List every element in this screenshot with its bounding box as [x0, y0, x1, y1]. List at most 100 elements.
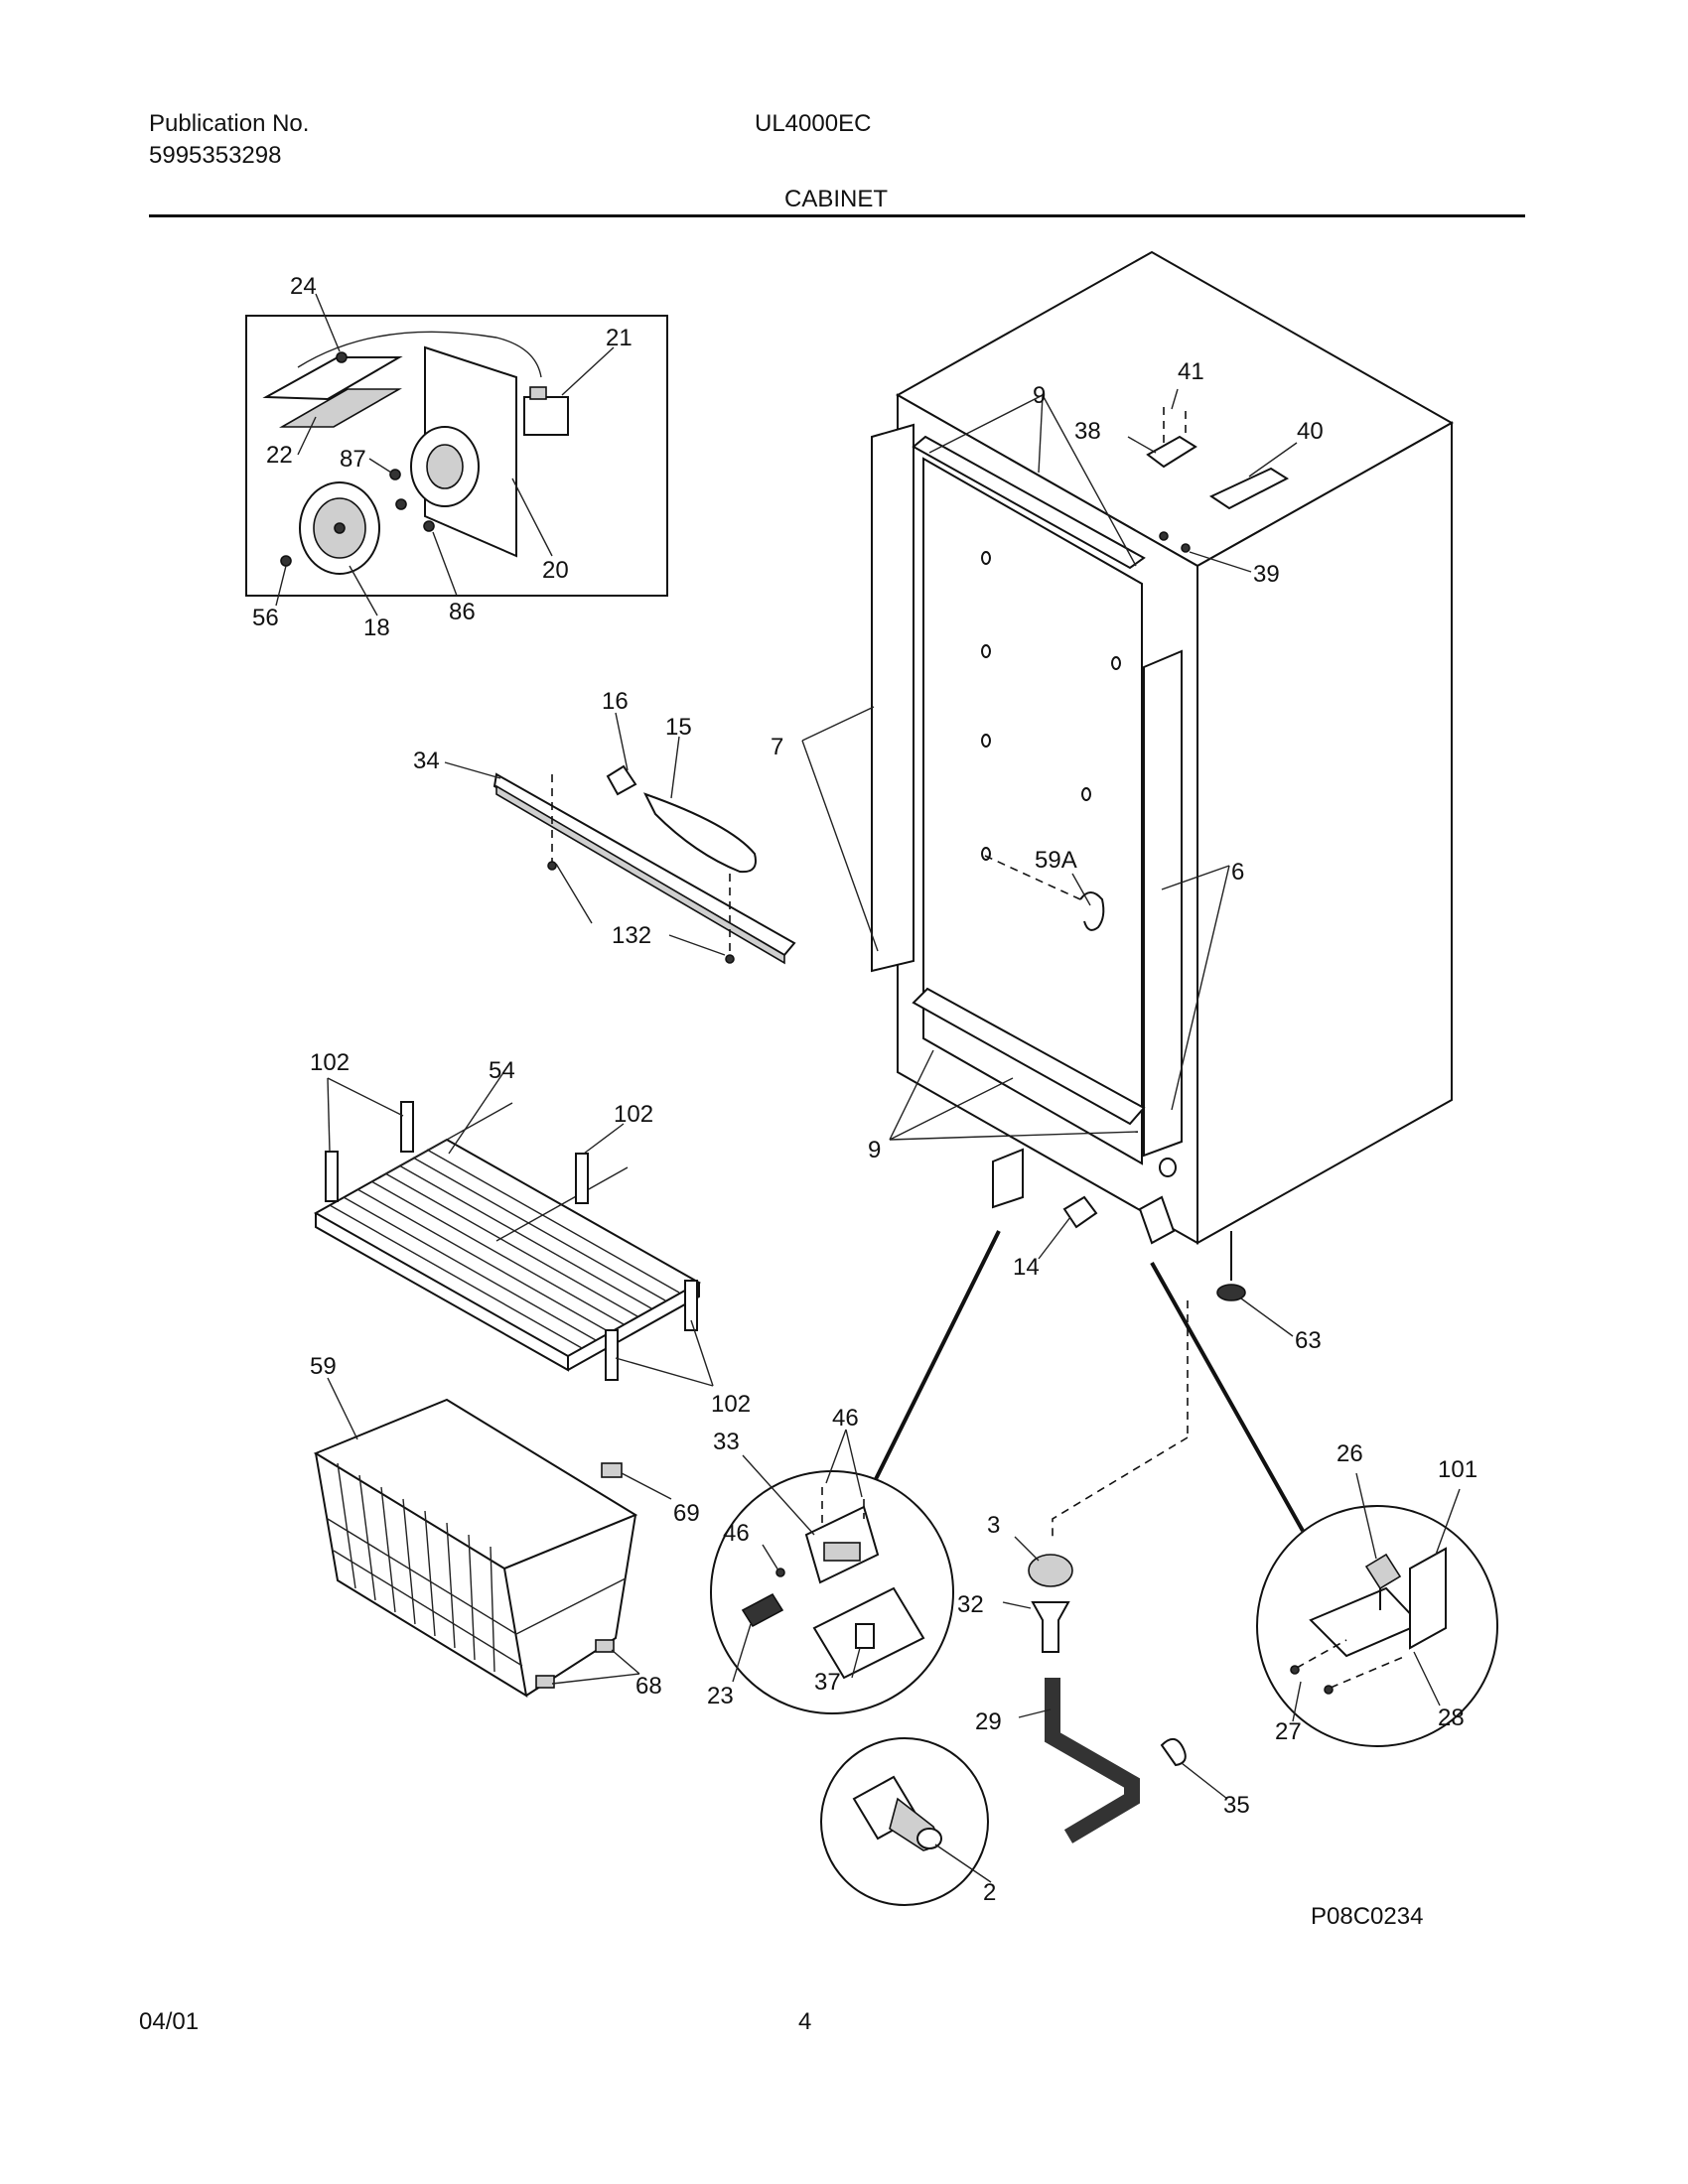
drain-fitting-detail: [820, 1737, 992, 1906]
hinge-38: [1146, 435, 1197, 469]
callout-3: 3: [987, 1512, 1000, 1539]
callout-23: 23: [707, 1683, 734, 1709]
basket-roller-68a: [535, 1675, 555, 1689]
callout-32: 32: [957, 1591, 984, 1618]
callout-68: 68: [635, 1673, 662, 1700]
hinge-cover-40: [1208, 467, 1290, 510]
callout-59a: 59A: [1035, 847, 1077, 874]
callout-46-left: 46: [723, 1520, 750, 1547]
shim-101: [1409, 1547, 1447, 1650]
callout-69: 69: [673, 1500, 700, 1527]
cabinet-side: [1196, 421, 1453, 1245]
callout-20: 20: [542, 557, 569, 584]
screw-87b: [395, 498, 407, 510]
callout-37: 37: [814, 1669, 841, 1696]
callout-labels: 24 21 87 22 20 56 18 86 16 15 34 132 9 4…: [252, 273, 1477, 1906]
gasket-left-7: [871, 423, 914, 973]
cabinet-liner: [922, 457, 1143, 1165]
callout-59: 59: [310, 1353, 337, 1380]
door-switch-detail: [710, 1230, 1001, 1714]
fan-switch-21: [523, 396, 569, 436]
callout-87: 87: [340, 446, 366, 473]
cabinet-body: [801, 250, 1455, 1541]
callout-16: 16: [602, 688, 629, 715]
bottom-hinge: [992, 1148, 1024, 1209]
shroud-hole: [426, 444, 464, 489]
callout-132: 132: [612, 922, 651, 949]
drain-hose-29: [1045, 1678, 1140, 1843]
callout-22: 22: [266, 442, 293, 469]
callout-7: 7: [771, 734, 783, 760]
footer-date: 04/01: [139, 2008, 200, 2035]
callout-29: 29: [975, 1708, 1002, 1735]
callout-86: 86: [449, 599, 476, 625]
hinge-pin-26: [1364, 1553, 1402, 1590]
callout-33: 33: [713, 1429, 740, 1455]
section-title: CABINET: [784, 186, 889, 212]
callout-102-bottom: 102: [711, 1391, 751, 1418]
callout-38: 38: [1074, 418, 1101, 445]
callout-35: 35: [1223, 1792, 1250, 1819]
switch-tab: [529, 386, 547, 400]
callout-54: 54: [489, 1057, 515, 1084]
callout-34: 34: [413, 748, 440, 774]
callout-24: 24: [290, 273, 317, 300]
gasket-right-6: [1143, 649, 1183, 1158]
callout-6: 6: [1231, 859, 1244, 886]
callout-46-top: 46: [832, 1405, 859, 1432]
callout-21: 21: [606, 325, 633, 351]
drawing-id: P08C0234: [1311, 1903, 1424, 1930]
hinge-detail: [1150, 1262, 1498, 1747]
drain-tube-32: [1031, 1601, 1070, 1653]
heater-22: [262, 356, 403, 401]
light-assembly: [444, 712, 796, 965]
drain-assembly: [1002, 1536, 1228, 1843]
clamp-35: [1160, 1738, 1187, 1767]
callout-101: 101: [1438, 1456, 1477, 1483]
wire-basket-59: [313, 1377, 672, 1699]
callout-56: 56: [252, 605, 279, 631]
page-number: 4: [798, 2008, 812, 2035]
callout-27: 27: [1275, 1718, 1302, 1745]
basket-stop-69: [601, 1462, 623, 1478]
gasket-top-9: [912, 435, 1146, 570]
basket-roller-68b: [595, 1639, 615, 1653]
screw-87a: [389, 469, 401, 480]
door-switch-23: [741, 1592, 784, 1628]
drain-plug-3: [1028, 1554, 1073, 1587]
callout-102-top-left: 102: [310, 1049, 350, 1076]
callout-9-top: 9: [1033, 382, 1046, 409]
callout-28: 28: [1438, 1705, 1465, 1731]
bulb-15: [642, 792, 757, 874]
callout-2: 2: [983, 1879, 996, 1906]
model-number: UL4000EC: [755, 110, 872, 137]
callout-18: 18: [363, 614, 390, 641]
callout-14: 14: [1013, 1254, 1040, 1281]
callout-26: 26: [1336, 1440, 1363, 1467]
screw-56: [280, 555, 292, 567]
callout-39: 39: [1253, 561, 1280, 588]
screw-24: [336, 351, 348, 363]
callout-102-right: 102: [614, 1101, 653, 1128]
publication-number: 5995353298: [149, 142, 282, 169]
motor-shaft: [334, 522, 346, 534]
publication-label: Publication No.: [149, 110, 310, 137]
wire-shelf-54: [313, 1067, 714, 1387]
heater-bracket: [279, 388, 402, 428]
hook-59a: [1079, 891, 1105, 931]
callout-40: 40: [1297, 418, 1324, 445]
socket-16: [606, 764, 637, 796]
header-rule: [149, 214, 1525, 217]
drain-plug-14: [1062, 1195, 1098, 1229]
callout-41: 41: [1178, 358, 1204, 385]
callout-63: 63: [1295, 1327, 1322, 1354]
hinge-bracket: [1138, 1195, 1176, 1245]
screw-86: [423, 520, 435, 532]
callout-9-bottom: 9: [868, 1137, 881, 1163]
lead-wire: [297, 331, 542, 378]
fan-motor-inset: [245, 293, 668, 616]
gasket-bottom-9: [912, 987, 1146, 1126]
callout-15: 15: [665, 714, 692, 741]
hinge-plate-28: [1309, 1586, 1422, 1658]
